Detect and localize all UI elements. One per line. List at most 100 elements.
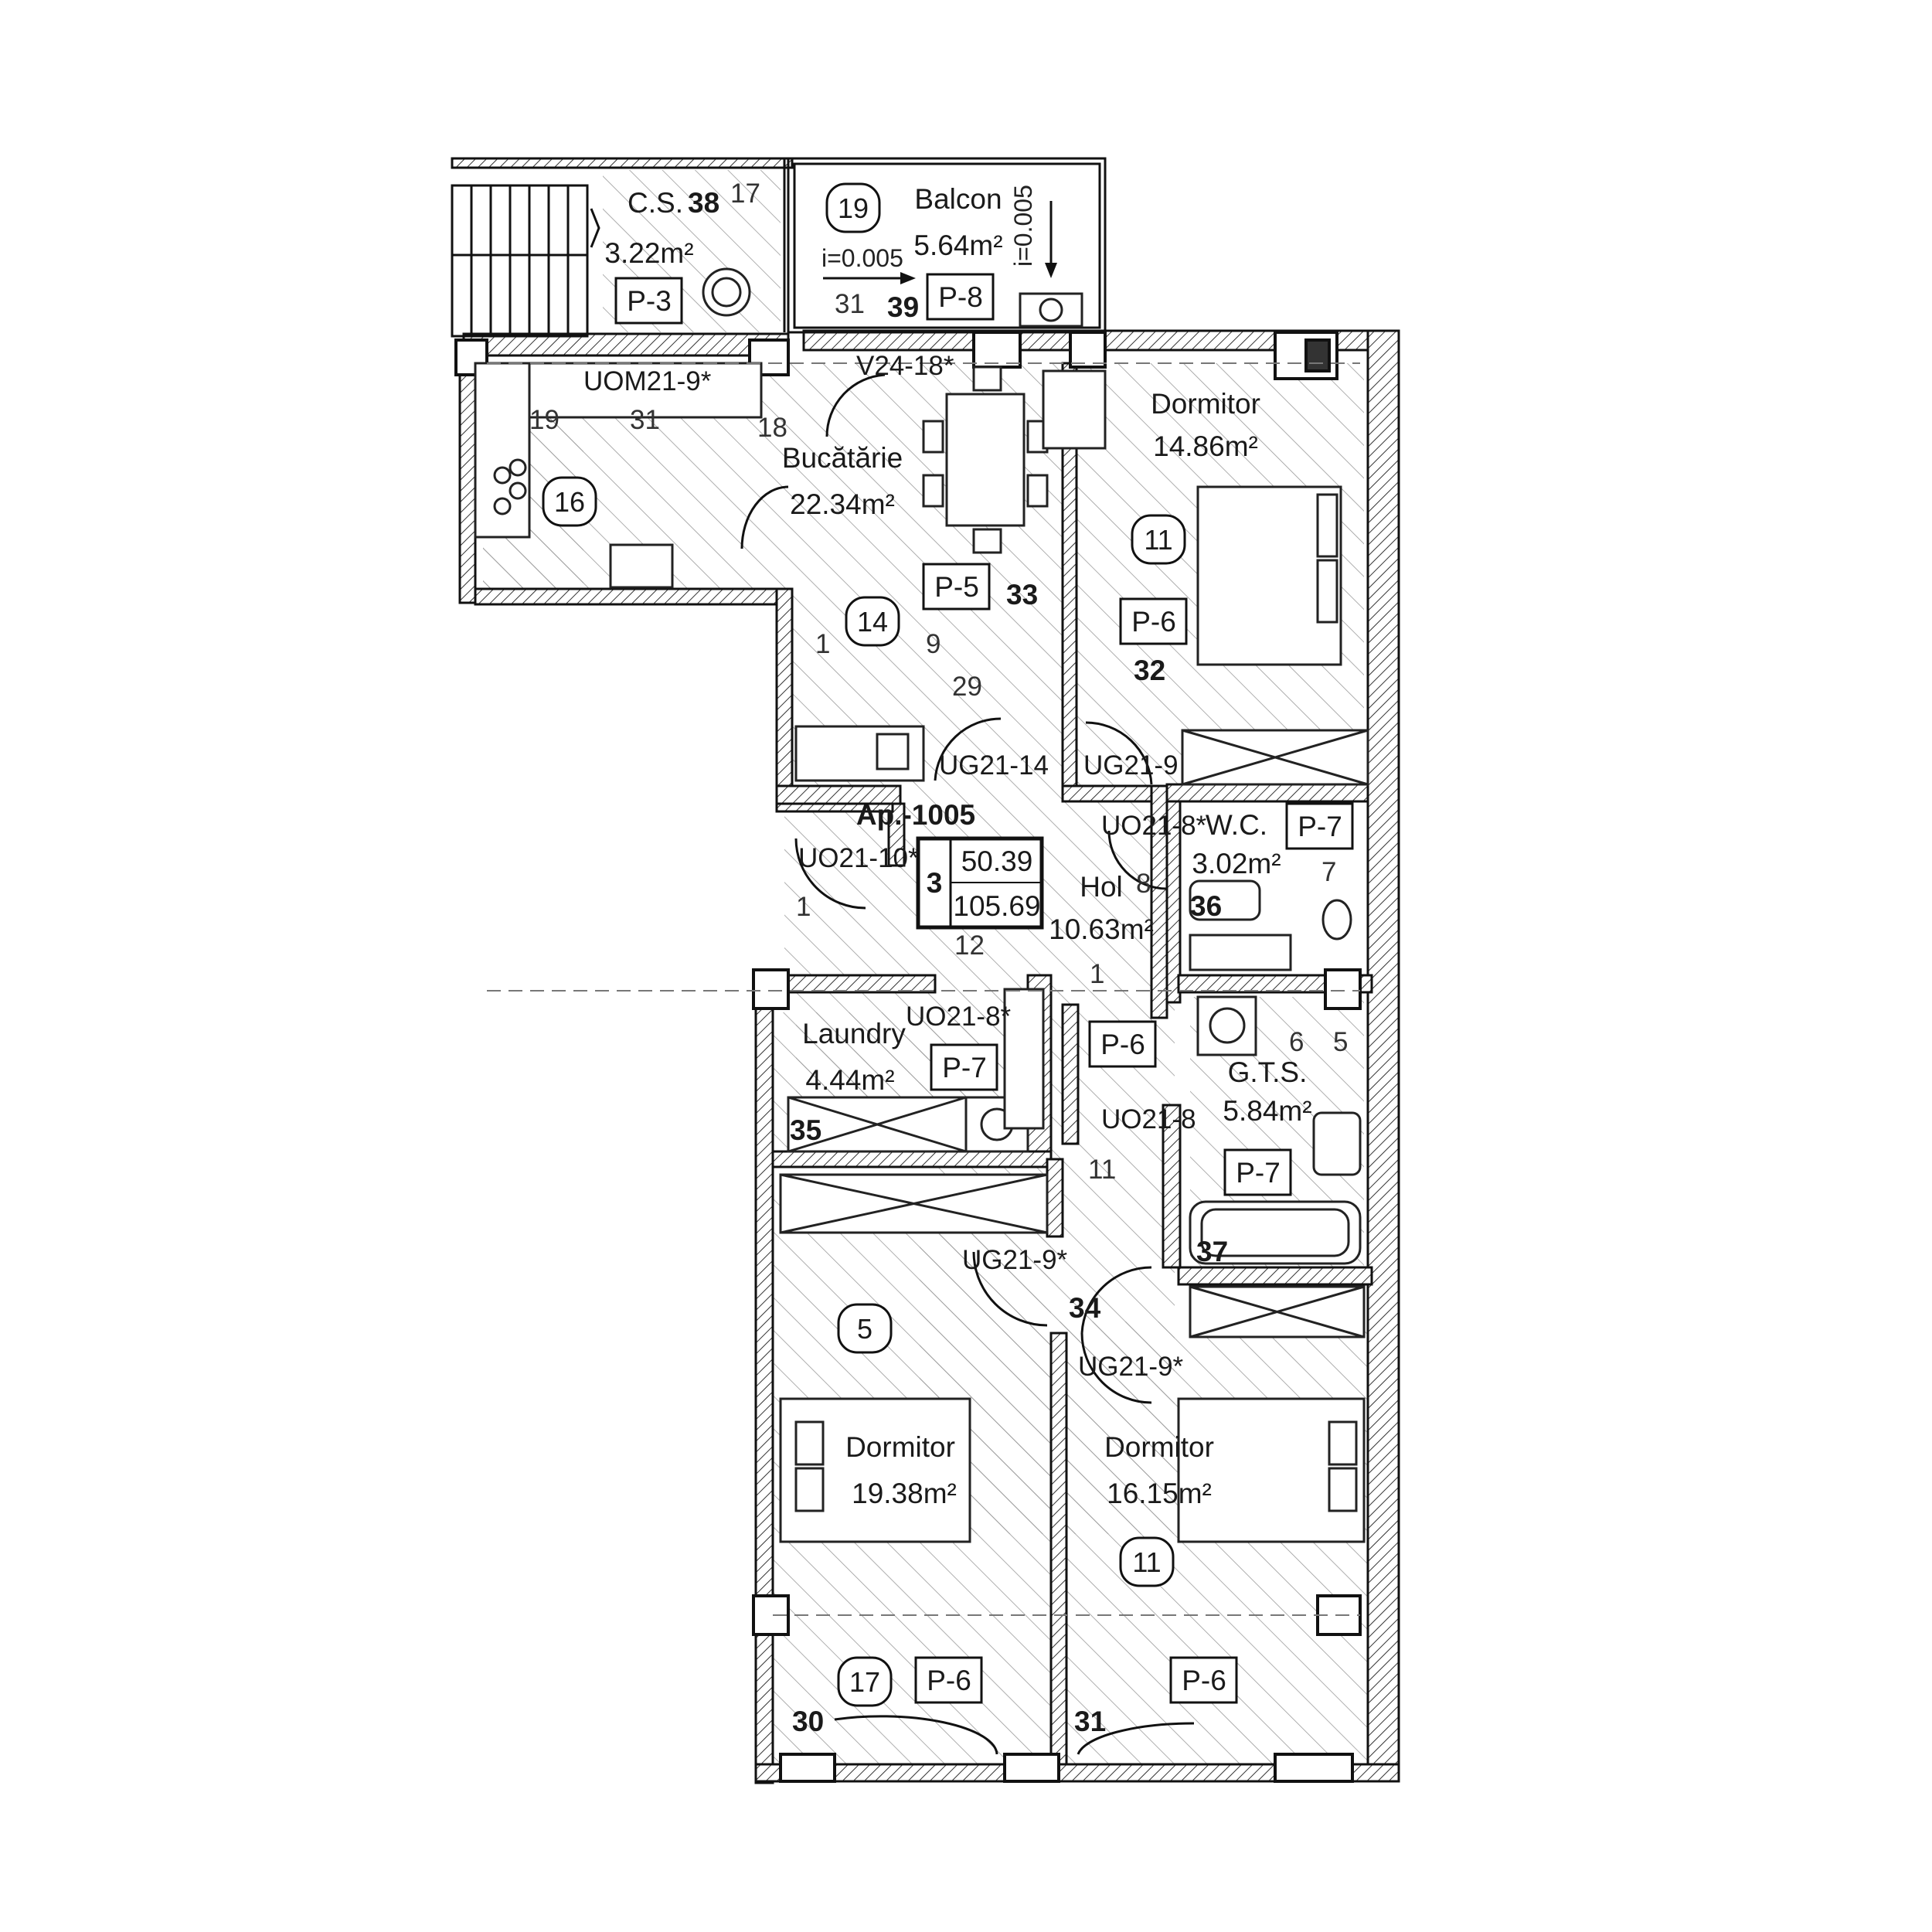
chair — [972, 528, 1002, 554]
svg-text:17: 17 — [849, 1666, 880, 1698]
apartment-info: Ap.-1005 3 50.39 105.69 — [856, 799, 1044, 930]
pillow — [794, 1420, 825, 1466]
pillow — [1316, 559, 1338, 624]
pillow — [1328, 1420, 1358, 1466]
circle-tag: 14 — [845, 596, 900, 647]
pillow — [794, 1467, 825, 1512]
chair — [1026, 474, 1049, 508]
detail-number: 6 — [1289, 1027, 1304, 1057]
chair — [922, 474, 944, 508]
door-code: UO21-8 — [1101, 1104, 1196, 1134]
detail-number: 1 — [796, 892, 811, 922]
finish-tag: P-3 — [614, 277, 683, 325]
svg-text:P-6: P-6 — [1100, 1029, 1145, 1060]
svg-text:11: 11 — [1144, 524, 1172, 556]
room-name-wc: W.C. — [1206, 809, 1267, 841]
room-number: 31 — [1074, 1706, 1106, 1737]
room-number: 35 — [790, 1114, 821, 1146]
svg-text:P-8: P-8 — [938, 281, 983, 313]
pillow — [1328, 1467, 1358, 1512]
hall-cabinet — [1003, 988, 1045, 1130]
door-swings — [740, 373, 1195, 1755]
room-numbers: 38 39 33 32 36 35 37 34 30 31 — [688, 187, 1228, 1737]
detail-numbers: 17 31 19 31 18 1 9 29 1 12 1 8 7 6 5 11 — [529, 179, 1348, 1185]
detail-number: 17 — [730, 179, 760, 209]
finish-tags: P-3 P-8 P-5 P-6 P-7 P-7 P-6 P-7 — [614, 273, 1354, 1704]
finish-tag: P-6 — [1169, 1656, 1238, 1704]
desk — [1042, 369, 1107, 450]
balcony-outline — [783, 157, 1107, 334]
detail-number: 8 — [1136, 869, 1151, 899]
room-area-bucatarie: 22.34m² — [790, 488, 895, 520]
room-area-wc: 3.02m² — [1192, 848, 1281, 879]
washbasin — [1312, 1111, 1362, 1176]
apartment-area-1: 50.39 — [961, 845, 1033, 877]
fan-icon — [1039, 298, 1063, 322]
room-area-cs: 3.22m² — [604, 237, 693, 269]
finish-tag: P-7 — [930, 1043, 998, 1091]
apartment-area-2: 105.69 — [953, 890, 1040, 922]
room-number: 38 — [688, 187, 719, 219]
finish-tag: P-8 — [926, 273, 995, 321]
circle-tag: 5 — [837, 1303, 893, 1354]
svg-text:P-6: P-6 — [1131, 606, 1176, 638]
svg-text:14: 14 — [857, 606, 888, 638]
chair — [922, 420, 944, 454]
room-number: 37 — [1196, 1236, 1228, 1267]
detail-number: 18 — [757, 413, 787, 443]
circle-tag: 11 — [1131, 514, 1186, 565]
detail-number: 5 — [1333, 1027, 1348, 1057]
room-number: 32 — [1134, 655, 1165, 686]
detail-number: 9 — [926, 629, 940, 659]
room-number: 30 — [792, 1706, 824, 1737]
room-name-laundry: Laundry — [802, 1018, 906, 1049]
slope-labels: i=0.005 i=0.005 — [821, 185, 1057, 284]
pillow — [1316, 493, 1338, 558]
svg-text:P-3: P-3 — [627, 285, 672, 317]
room-name-dormitor-se: Dormitor — [1104, 1431, 1214, 1463]
detail-number: 11 — [1088, 1155, 1116, 1185]
detail-number: 1 — [815, 629, 830, 659]
dining-table — [945, 393, 1026, 527]
circle-tags: 19 16 14 11 5 11 17 — [542, 182, 1186, 1707]
door-code: UG21-14 — [939, 750, 1049, 781]
room-area-dormitor-sw: 19.38m² — [852, 1478, 957, 1509]
room-name-gts: G.T.S. — [1228, 1056, 1308, 1088]
circle-tag: 19 — [825, 182, 881, 233]
svg-text:P-6: P-6 — [927, 1665, 971, 1696]
svg-text:19: 19 — [838, 192, 869, 224]
room-name-bucatarie: Bucătărie — [782, 442, 903, 474]
slope-label: i=0.005 — [1009, 185, 1037, 267]
finish-tag: P-6 — [1088, 1020, 1157, 1068]
bathtub-inner — [1200, 1208, 1350, 1257]
svg-text:P-6: P-6 — [1182, 1665, 1226, 1696]
detail-number: 29 — [952, 672, 982, 702]
svg-text:P-7: P-7 — [1298, 811, 1342, 842]
cooktop-burner — [493, 497, 512, 515]
circle-tag: 17 — [837, 1656, 893, 1707]
detail-number: 19 — [529, 405, 560, 435]
room-name-cs: C.S. — [628, 187, 683, 219]
door-code: UO21-8* — [1101, 811, 1207, 841]
columns — [454, 331, 1362, 1783]
circle-tag: 11 — [1119, 1536, 1175, 1587]
detail-number: 31 — [630, 405, 660, 435]
sink — [609, 543, 674, 589]
hall-cabinet-box — [876, 733, 910, 770]
svg-text:5: 5 — [857, 1313, 872, 1345]
room-name-balcon: Balcon — [914, 183, 1002, 215]
kitchen-counter — [528, 362, 763, 419]
washbasin — [1189, 879, 1261, 921]
room-name-hol: Hol — [1080, 871, 1123, 903]
cooktop-burner — [509, 481, 527, 500]
svg-text:16: 16 — [554, 486, 585, 518]
washer-drum — [1209, 1007, 1246, 1044]
apartment-title: Ap.-1005 — [856, 799, 975, 831]
door-code: V24-18* — [856, 351, 954, 381]
finish-tag: P-7 — [1223, 1148, 1292, 1196]
room-labels: C.S. 3.22m² Balcon 5.64m² Bucătărie 22.3… — [604, 183, 1311, 1509]
detail-number: 7 — [1321, 857, 1336, 887]
room-name-dormitor-sw: Dormitor — [845, 1431, 955, 1463]
finish-tag: P-7 — [1285, 802, 1354, 850]
toilet — [1321, 899, 1352, 940]
